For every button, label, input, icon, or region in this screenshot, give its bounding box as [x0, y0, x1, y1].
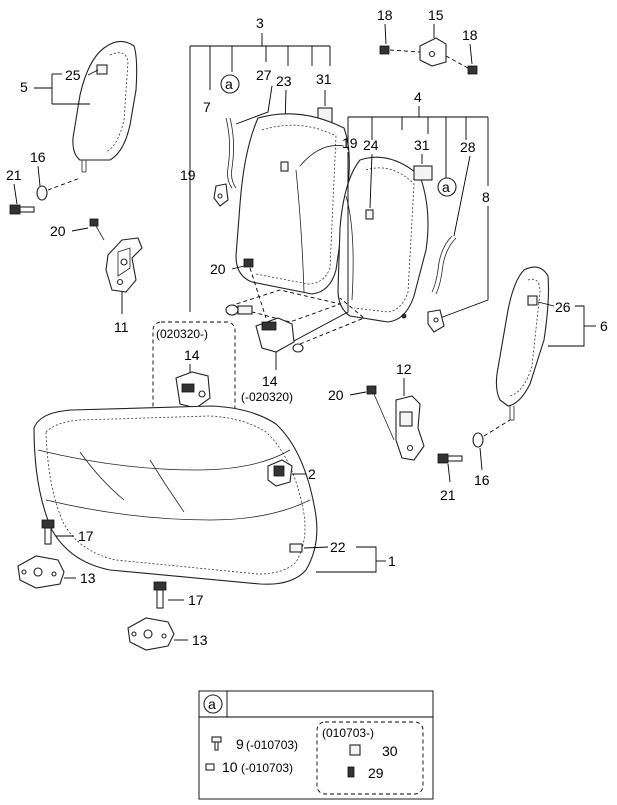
seat-cushion — [33, 405, 318, 585]
label-31-right — [413, 165, 433, 181]
legend-code-10: (-010703) — [241, 761, 293, 775]
seat-back-left — [235, 113, 350, 295]
wire-28 — [431, 235, 453, 293]
hinge-15 — [419, 37, 447, 67]
callout-11: 11 — [114, 319, 129, 335]
callout-8: 8 — [482, 189, 490, 205]
legend-part-9 — [211, 736, 222, 751]
legend-code-9: (-010703) — [246, 738, 298, 752]
bolt-20-center — [243, 258, 267, 319]
callout-26: 26 — [555, 299, 571, 315]
callout-23: 23 — [276, 73, 292, 89]
callout-17-lower: 17 — [188, 592, 204, 608]
bolt-20-right — [366, 385, 395, 441]
legend-marker — [203, 694, 223, 714]
washer-16-right — [472, 432, 484, 448]
legend-sub-code: (010703-) — [322, 726, 374, 740]
callout-4: 4 — [414, 89, 422, 105]
callout-14-center: 14 — [262, 373, 278, 389]
inset-14-hinge — [175, 371, 211, 409]
pivot-bush — [225, 304, 253, 316]
callout-3: 3 — [256, 15, 264, 31]
legend-number-10: 10 — [222, 759, 238, 775]
callout-14-code: (-020320) — [241, 390, 293, 404]
callout-2: 2 — [308, 466, 316, 482]
callout-24: 24 — [363, 137, 379, 153]
legend-number-9: 9 — [236, 736, 244, 752]
legend-part-29 — [347, 766, 355, 778]
bolt-21-right — [437, 453, 463, 464]
legend-marker-label: a — [208, 696, 216, 712]
callout-13-upper: 13 — [80, 570, 96, 586]
callout-16-right: 16 — [474, 472, 490, 488]
callout-20-center: 20 — [210, 261, 226, 277]
hinge-14-center — [255, 317, 304, 353]
hinge-bracket-11 — [105, 237, 143, 293]
callout-31-right: 31 — [414, 137, 430, 153]
callout-20-left: 20 — [50, 223, 66, 239]
callout-17-upper: 17 — [78, 528, 94, 544]
inset-14-number: 14 — [184, 347, 200, 363]
callout-19-right: 19 — [342, 135, 358, 151]
bolt-18-right — [445, 55, 478, 75]
callout-13-lower: 13 — [192, 632, 208, 648]
callout-15: 15 — [428, 7, 444, 23]
left-side-bolster — [72, 40, 138, 173]
bracket-12 — [395, 395, 425, 461]
latch-19-left — [213, 183, 229, 207]
callout-20-right: 20 — [328, 387, 344, 403]
legend-box: a 9 (-010703) 10 (-010703) (010703-) 30 … — [198, 690, 434, 800]
seat-back-right — [337, 156, 429, 323]
callout-27: 27 — [256, 67, 272, 83]
callout-21-right: 21 — [440, 487, 456, 503]
callout-21-left: 21 — [6, 167, 22, 183]
wire-7 — [225, 117, 233, 189]
callout-7: 7 — [203, 99, 211, 115]
bolt-18-left — [379, 45, 421, 55]
callout-16-left: 16 — [30, 149, 46, 165]
callout-25: 25 — [65, 67, 81, 83]
callout-19-left: 19 — [180, 167, 196, 183]
callout-18-top-right: 18 — [462, 27, 478, 43]
bracket-13-upper — [17, 555, 65, 589]
bolster-tag-25 — [96, 64, 108, 75]
bolt-21-left — [9, 204, 35, 215]
washer-16-left — [36, 185, 48, 201]
right-side-bolster — [495, 266, 550, 421]
bolt-17-lower — [153, 581, 167, 609]
marker-a-left — [220, 74, 240, 94]
callout-22: 22 — [330, 539, 346, 555]
legend-part-10 — [205, 763, 215, 771]
bracket-13-lower — [127, 617, 175, 651]
callout-28: 28 — [460, 139, 476, 155]
legend-part-30 — [349, 744, 361, 756]
callout-a-right: a — [442, 179, 450, 195]
bolt-17-upper — [41, 519, 55, 545]
callout-6: 6 — [600, 318, 608, 334]
marker-a-right — [437, 177, 457, 197]
callout-1: 1 — [388, 553, 396, 569]
callout-12: 12 — [396, 361, 412, 377]
callout-18-top-left: 18 — [377, 7, 393, 23]
legend-sub-box — [316, 721, 424, 795]
callout-5: 5 — [20, 79, 28, 95]
callout-31-left: 31 — [316, 71, 332, 87]
clip-2 — [267, 459, 293, 487]
legend-number-30: 30 — [382, 743, 398, 759]
latch-8-right — [427, 309, 445, 333]
bolt-20-left — [89, 218, 105, 241]
legend-number-29: 29 — [368, 765, 384, 781]
callout-a-left: a — [225, 76, 233, 92]
inset-14-code: (020320-) — [156, 327, 208, 341]
